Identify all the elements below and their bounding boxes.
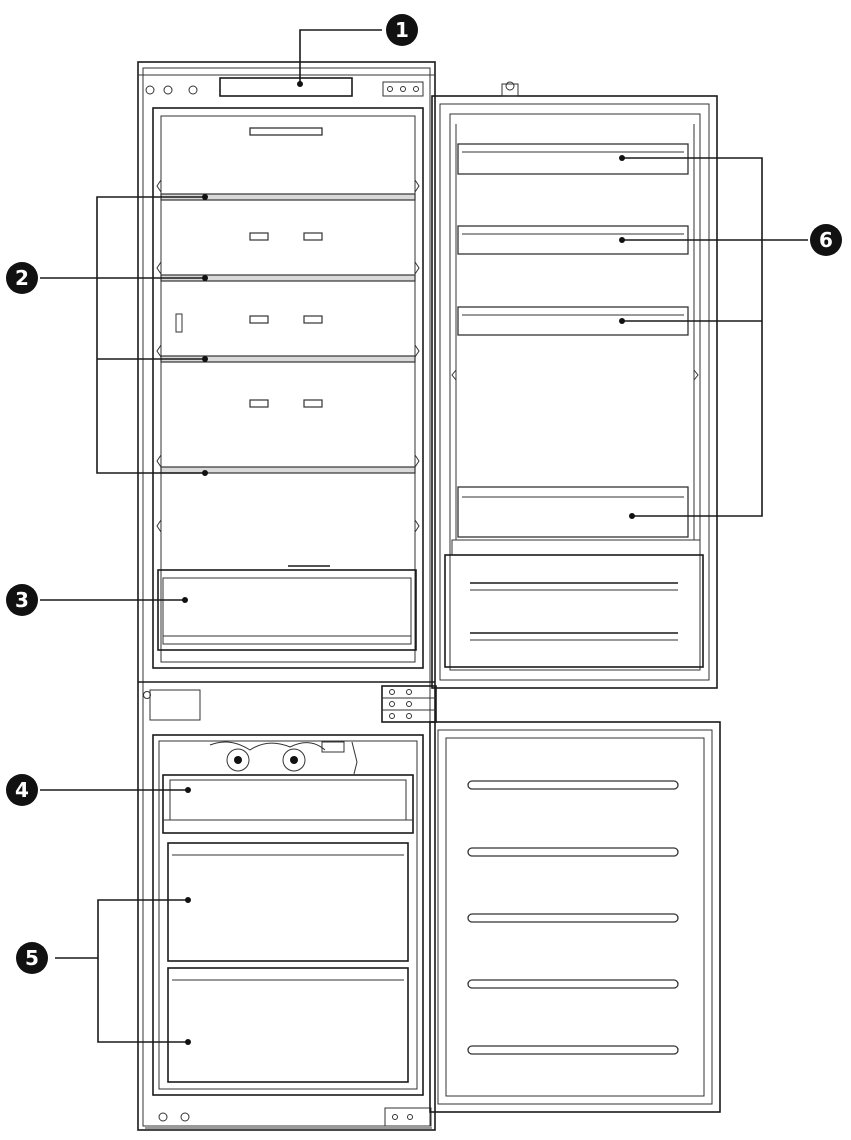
- callout-number: 5: [25, 946, 39, 970]
- callout-4: 4: [6, 774, 38, 806]
- freezer-top-drawer: [162, 774, 414, 834]
- shelf-supports: [156, 179, 420, 533]
- freezer-drawers: [167, 842, 409, 1083]
- light-cover: [249, 127, 323, 136]
- lower-hinge: [384, 1107, 432, 1127]
- glass-shelves: [160, 193, 416, 474]
- callout-1: 1: [386, 14, 418, 46]
- ice-maker: [209, 741, 358, 775]
- thermostat-knob: [175, 313, 183, 333]
- callout-6: 6: [810, 224, 842, 256]
- divider-label: [149, 689, 201, 721]
- freezer-door: [429, 721, 721, 1113]
- door-balcony: [457, 486, 689, 538]
- door-balconies: [457, 143, 689, 538]
- door-balcony: [457, 225, 689, 255]
- callout-number: 4: [15, 778, 29, 802]
- callout-5: 5: [16, 942, 48, 974]
- upper-hinge: [382, 81, 424, 97]
- fridge-door: [431, 81, 718, 689]
- crisper-drawer: [157, 565, 417, 651]
- back-wall-vents: [249, 232, 323, 408]
- callout-3: 3: [6, 584, 38, 616]
- glass-shelf: [160, 466, 416, 474]
- door-balcony: [457, 143, 689, 175]
- callout-number: 1: [395, 18, 409, 42]
- freezer-drawer: [167, 967, 409, 1083]
- callout-number: 3: [15, 588, 29, 612]
- freezer-drawer: [167, 842, 409, 962]
- bottle-bin: [444, 539, 704, 668]
- freezer-door-ridges: [467, 780, 679, 1055]
- cabinet: [137, 61, 437, 1131]
- control-panel: [219, 77, 353, 97]
- callout-number: 6: [819, 228, 833, 252]
- middle-hinge: [381, 685, 437, 723]
- leader-lines: [40, 29, 808, 1045]
- callout-number: 2: [15, 266, 29, 290]
- callout-2: 2: [6, 262, 38, 294]
